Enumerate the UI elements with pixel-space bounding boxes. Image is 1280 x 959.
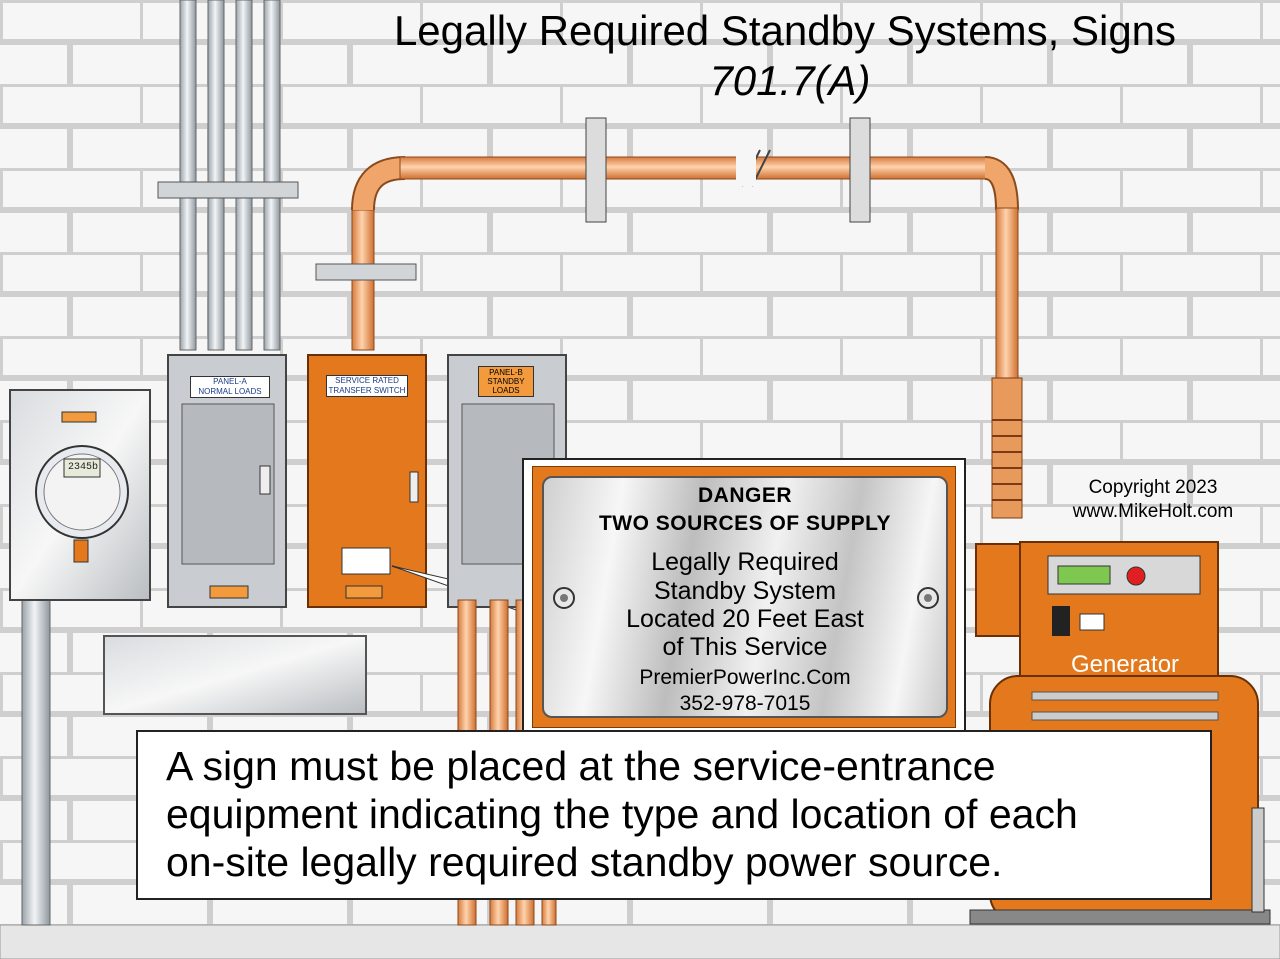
panel-b-desc2: LOADS [492,386,520,395]
sign-phone: 352-978-7015 [679,692,811,715]
caption-line-3: on-site legally required standby power s… [166,839,1003,885]
sign-line-5: Located 20 Feet East [626,605,864,633]
transfer-switch-line1: SERVICE RATED [335,376,399,385]
panel-a-name: PANEL-A [213,377,247,386]
sign-website: PremierPowerInc.Com [639,666,851,689]
sign-line-6: of This Service [662,633,828,661]
panel-b-desc1: STANDBY [487,377,525,386]
sign-two-sources: TWO SOURCES OF SUPPLY [598,512,892,535]
warning-sign-plate [542,476,948,718]
meter-reading: 2345b [68,462,99,473]
panel-a-desc: NORMAL LOADS [198,387,262,396]
standby-conduit [315,117,1023,519]
transfer-switch-label: SERVICE RATED TRANSFER SWITCH [326,375,408,397]
sign-line-4: Standby System [653,577,837,605]
panel-b-label: PANEL-B STANDBY LOADS [478,366,534,397]
code-reference: 701.7(A) [709,57,871,104]
wireway [103,635,367,715]
transfer-switch-line2: TRANSFER SWITCH [328,386,406,395]
panel-b-name: PANEL-B [489,368,523,377]
caption-box [136,730,1212,900]
page-title: Legally Required Standby Systems, Signs [393,7,1177,54]
sign-danger: DANGER [697,484,792,507]
generator-label: Generator [1070,651,1180,678]
panel-a-label: PANEL-A NORMAL LOADS [190,376,270,398]
caption-line-2: equipment indicating the type and locati… [166,791,1078,837]
caption-line-1: A sign must be placed at the service-ent… [166,743,996,789]
sign-line-3: Legally Required [651,548,839,576]
sign-screws [553,587,939,609]
floor [0,924,1280,959]
ceiling-conduits [157,0,299,351]
website-line: www.MikeHolt.com [1072,501,1234,522]
copyright-line: Copyright 2023 [1088,477,1218,498]
copyright-notice: Copyright 2023 www.MikeHolt.com [1050,476,1256,524]
meter-enclosure [9,389,151,926]
